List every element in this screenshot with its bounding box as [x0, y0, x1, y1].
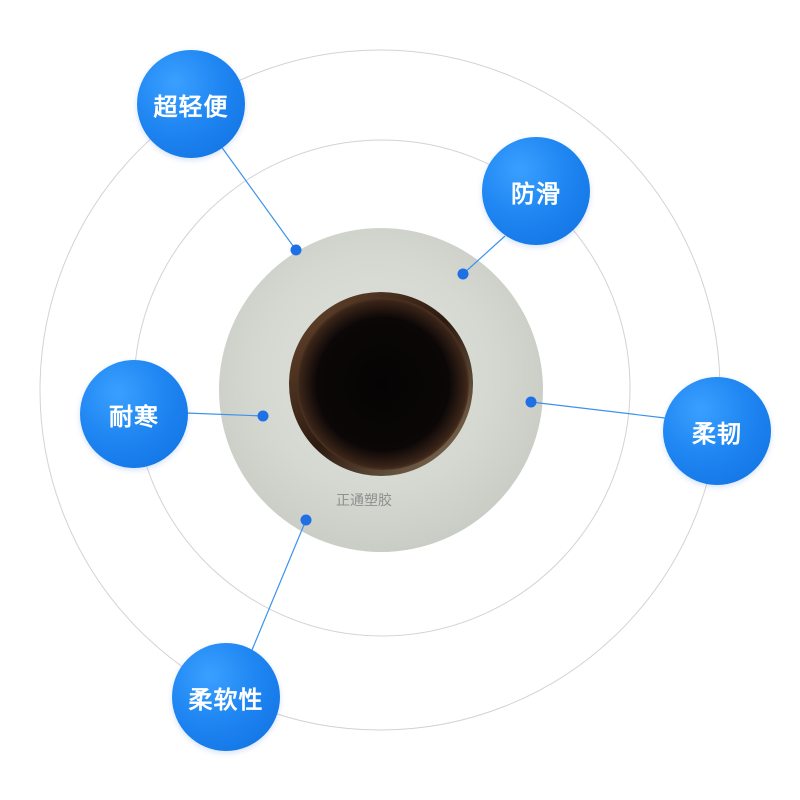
connector-rouren	[530, 401, 666, 419]
feature-badge-tough: 柔韧	[663, 377, 771, 485]
feature-label: 超轻便	[153, 92, 229, 121]
anchor-dot-rouren	[525, 396, 537, 408]
pipe-hole	[297, 298, 469, 470]
feature-badge-cold-resistant: 耐寒	[80, 360, 188, 468]
feature-badge-antislip: 防滑	[482, 137, 590, 245]
connector-chaoqingbian	[217, 141, 297, 251]
connector-fanghua	[462, 235, 506, 275]
feature-badge-ultralight: 超轻便	[137, 50, 245, 158]
feature-label: 耐寒	[109, 402, 159, 431]
anchor-dot-naihan	[257, 410, 269, 422]
brand-watermark: 正通塑胶	[336, 493, 392, 509]
feature-label: 柔软性	[188, 685, 264, 714]
connector-rouruanxing	[251, 519, 307, 651]
anchor-dot-fanghua	[457, 268, 469, 280]
anchor-dot-chaoqingbian	[290, 244, 302, 256]
anchor-dot-rouruanxing	[300, 514, 312, 526]
feature-label: 柔韧	[692, 419, 742, 448]
feature-label: 防滑	[511, 179, 561, 208]
connector-naihan	[185, 412, 264, 417]
feature-badge-soft: 柔软性	[172, 643, 280, 751]
